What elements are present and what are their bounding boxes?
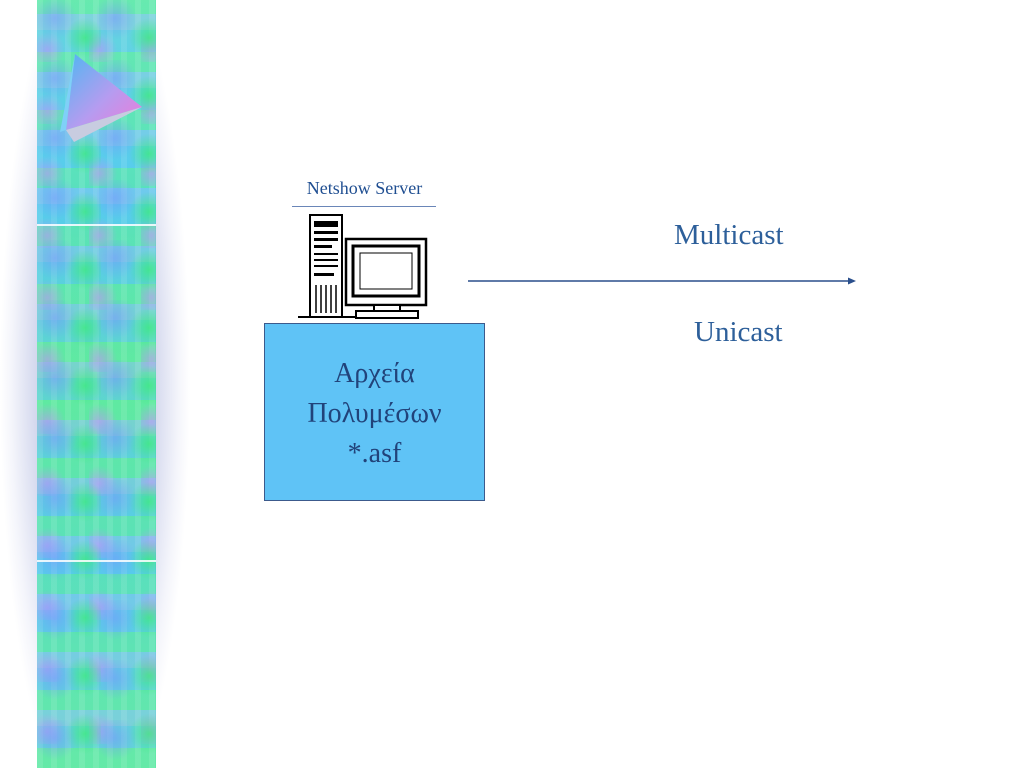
server-label: Netshow Server (306, 178, 423, 198)
media-files-extension: *.asf (347, 438, 402, 469)
stream-arrow (468, 277, 856, 285)
unicast-label: Unicast (694, 316, 783, 348)
media-files-box (264, 323, 485, 501)
media-files-label-line-2: Πολυμέσων (307, 398, 442, 429)
server-label-underline (292, 206, 436, 207)
media-files-label-line-1: Αρχεία (334, 358, 415, 389)
triangle-logo-icon (60, 54, 142, 142)
multicast-label: Multicast (674, 219, 784, 251)
computer-icon (298, 214, 428, 319)
strip-divider (37, 224, 156, 226)
strip-divider (37, 560, 156, 562)
